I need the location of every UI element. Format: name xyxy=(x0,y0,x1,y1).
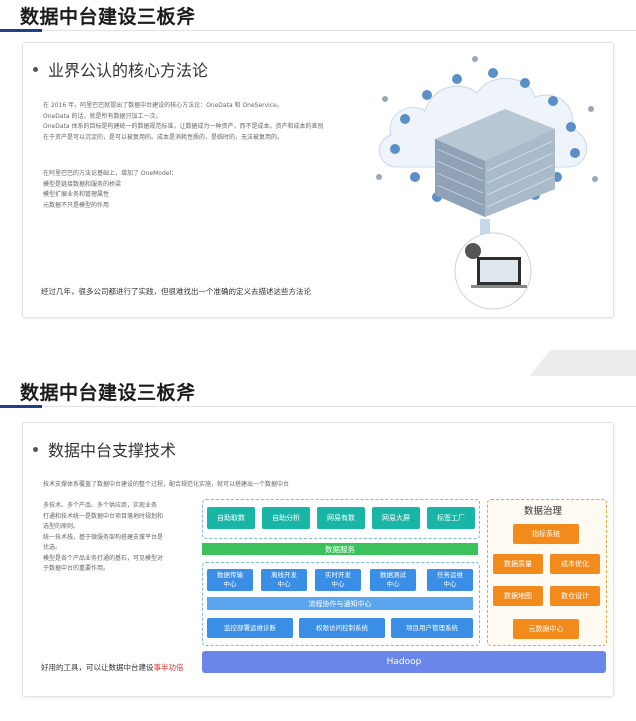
section1-footer-note: 经过几年，很多公司都进行了实践，但很难找出一个准确的定义去描述这些方法论 xyxy=(41,287,311,296)
section1-title-underline xyxy=(0,29,42,32)
principle-line: 于数据中台的重要作用。 xyxy=(43,565,110,572)
tool-tag-factory: 标签工厂 xyxy=(427,507,475,529)
center-data-testing: 数据测试 中心 xyxy=(370,569,416,591)
section2-divider xyxy=(42,406,636,407)
section2-card: 数据中台支撑技术 技术支撑体系覆盖了数据中台建设的整个过程，配合规范化实施，就可… xyxy=(22,422,614,697)
methodology-line: OneData 体系的目标是构建统一的数据规范标准，让数据成为一种资产，而不是成… xyxy=(43,123,324,130)
decorative-band xyxy=(530,350,636,376)
system-project-user-mgmt: 项目用户管理系统 xyxy=(391,618,473,638)
center-task-ops: 任务运维 中心 xyxy=(427,569,473,591)
section1-title: 数据中台建设三板斧 xyxy=(20,6,196,28)
gov-data-quality: 数据质量 xyxy=(493,554,543,574)
section1-card: 业界公认的核心方法论 在 2016 年，阿里巴巴就提出了数据中台建设的核心方法论… xyxy=(22,42,614,318)
center-data-transfer: 数据传输 中心 xyxy=(207,569,253,591)
onemodel-paragraph: 在阿里巴巴的方法论基础上，增加了 OneModel： 模型是链接数据和服务的桥梁… xyxy=(43,169,343,211)
gov-cost-optimization: 成本优化 xyxy=(550,554,600,574)
system-monitor-deploy: 监控部署运维诊断 xyxy=(207,618,293,638)
onemodel-line: 在阿里巴巴的方法论基础上，增加了 OneModel： xyxy=(43,170,178,177)
principle-line: 选型的原则。 xyxy=(43,523,80,530)
gov-data-map: 数据地图 xyxy=(493,586,543,606)
bullet-dot-icon xyxy=(33,447,38,452)
tool-netease-youshu: 网易有数 xyxy=(317,507,365,529)
tool-self-service-fetch: 自助取数 xyxy=(207,507,255,529)
methodology-paragraph: 在 2016 年，阿里巴巴就提出了数据中台建设的核心方法论：OneData 和 … xyxy=(43,101,363,143)
section2-heading-text: 数据中台支撑技术 xyxy=(48,441,177,460)
governance-title: 数据治理 xyxy=(524,506,563,517)
section1-heading: 业界公认的核心方法论 xyxy=(33,57,208,81)
principle-line: 优选。 xyxy=(43,544,62,551)
onemodel-line: 模型扩展业务和管理属性 xyxy=(43,191,110,198)
gov-metrics-system: 指标系统 xyxy=(513,524,579,544)
section1-divider xyxy=(42,30,636,31)
process-collaboration-bar: 流程协作与通知中心 xyxy=(207,597,473,610)
principle-line: 统一技术栈，基于微服务架构搭建支撑平台是 xyxy=(43,533,164,541)
section2-title-underline xyxy=(0,405,42,408)
data-services-bar: 数据服务 xyxy=(202,543,478,555)
onemodel-line: 模型是链接数据和服务的桥梁 xyxy=(43,180,122,188)
footer-highlight: 事半功倍 xyxy=(153,663,184,672)
center-offline-dev: 离线开发 中心 xyxy=(261,569,307,591)
section2-heading: 数据中台支撑技术 xyxy=(33,437,176,461)
section1-heading-text: 业界公认的核心方法论 xyxy=(48,61,209,80)
hadoop-bar: Hadoop xyxy=(202,651,606,673)
methodology-line: OneData 的话，就是所有数据只加工一次。 xyxy=(43,112,162,120)
system-access-control: 权限访问控制系统 xyxy=(299,618,385,638)
onemodel-line: 元数据不只是模型的作用 xyxy=(43,201,110,209)
principle-line: 打通和技术统一是数据中台项目落地时规划和 xyxy=(43,512,164,520)
methodology-line: 在 2016 年，阿里巴巴就提出了数据中台建设的核心方法论：OneData 和 … xyxy=(43,102,283,109)
bullet-dot-icon xyxy=(33,67,38,72)
section2-intro: 技术支撑体系覆盖了数据中台建设的整个过程，配合规范化实施，就可以搭建出一个数据中… xyxy=(43,481,290,488)
methodology-line: 在于资产是可以沉淀的，是可以被复用的。成本是消耗性质的，是临时的，无法被复用的。 xyxy=(43,133,284,141)
section2-footer-note: 好用的工具，可以让数据中台建设事半功倍 xyxy=(41,662,184,673)
footer-prefix: 好用的工具，可以让数据中台建设 xyxy=(41,663,154,672)
gov-warehouse-design: 数仓设计 xyxy=(550,586,600,606)
gov-metadata-center: 元数据中心 xyxy=(513,619,579,639)
center-realtime-dev: 实时开发 中心 xyxy=(315,569,361,591)
tool-self-service-analysis: 自助分析 xyxy=(262,507,310,529)
cloud-building-illustration xyxy=(376,56,598,310)
principle-line: 模型是各个产品业务打通的基石，可见模型对 xyxy=(43,554,164,562)
section2-title: 数据中台建设三板斧 xyxy=(20,382,196,404)
tool-netease-dashboard: 网易大屏 xyxy=(372,507,420,529)
principle-line: 多技术、多个产品、多个供应商，实现业务 xyxy=(43,502,158,509)
tech-principles-text: 多技术、多个产品、多个供应商，实现业务 打通和技术统一是数据中台项目落地时规划和… xyxy=(43,501,211,575)
